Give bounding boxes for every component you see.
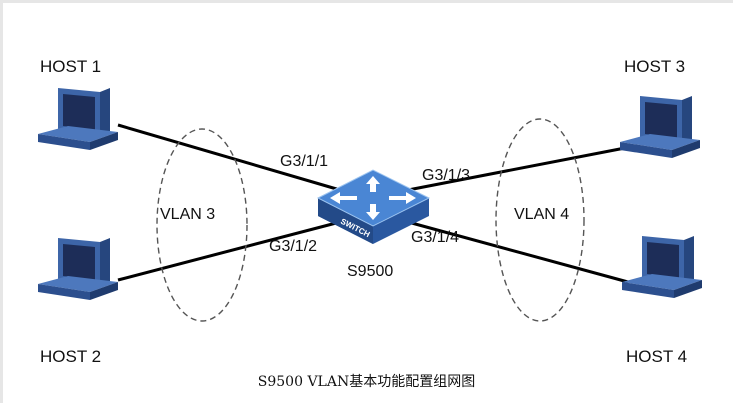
host2-pc-icon [38, 238, 118, 300]
link-host1-switch [117, 123, 341, 192]
host2-label: HOST 2 [40, 347, 102, 366]
host3-pc-icon [620, 96, 700, 158]
host1-pc-icon [38, 88, 118, 150]
port-g3-1-1-label: G3/1/1 [280, 153, 329, 170]
vlan4-label: VLAN 4 [514, 206, 570, 223]
host1-label: HOST 1 [40, 57, 102, 76]
vlan4-ellipse [495, 118, 585, 322]
vlan3-label: VLAN 3 [160, 206, 216, 223]
link-host4-switch [407, 220, 629, 284]
left-border [0, 0, 3, 403]
host4-label: HOST 4 [626, 347, 688, 366]
link-host2-switch [117, 220, 341, 282]
figure-caption: S9500 VLAN基本功能配置组网图 [257, 374, 476, 390]
port-g3-1-4-label: G3/1/4 [411, 229, 460, 246]
link-host3-switch [407, 146, 626, 192]
host4-pc-icon [622, 236, 702, 298]
top-border [0, 0, 733, 3]
port-g3-1-2-label: G3/1/2 [269, 238, 318, 255]
switch-name-label: S9500 [347, 263, 394, 280]
host3-label: HOST 3 [624, 57, 686, 76]
vlan3-ellipse [156, 128, 248, 322]
port-g3-1-3-label: G3/1/3 [422, 167, 471, 184]
switch-icon: SWITCH [316, 169, 431, 244]
